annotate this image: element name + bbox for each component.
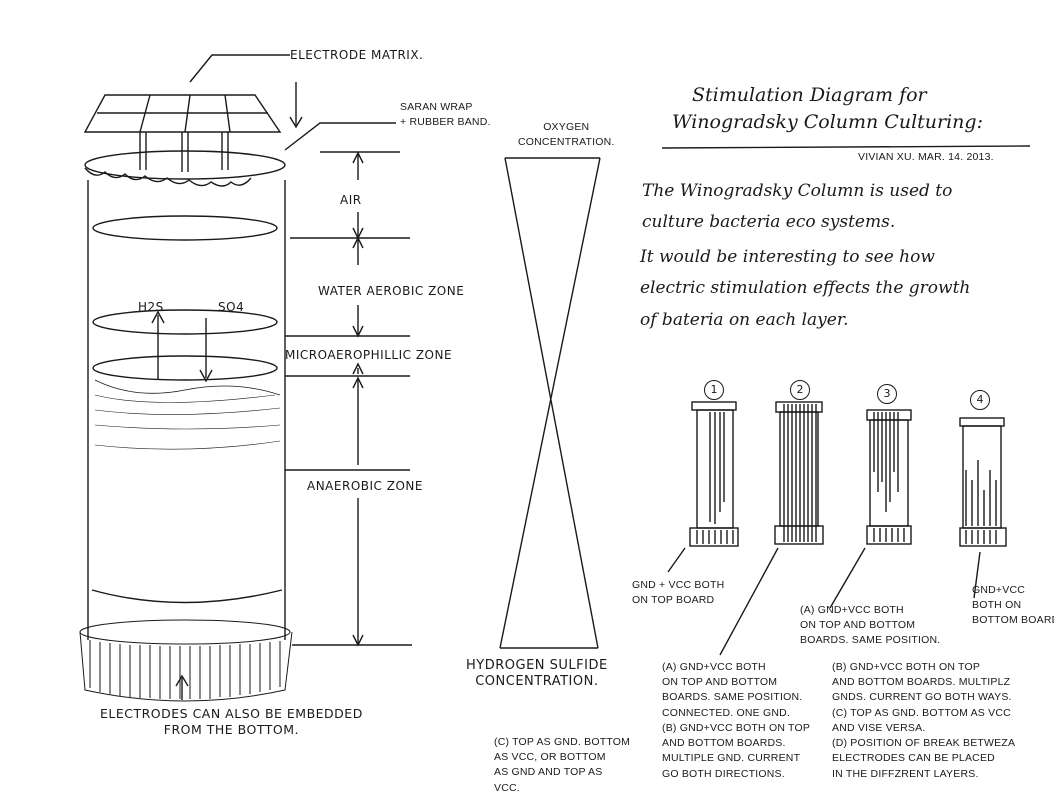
zone-water-aerobic: Water aerobic zone <box>318 284 465 298</box>
config-4-number: 4 <box>970 390 990 410</box>
description-p1: The Winogradsky Column is used to cultur… <box>642 181 953 233</box>
so4-label: SO4 <box>218 300 245 314</box>
note-c-left: (C) Top as GND. Bottom as VCC, or bottom… <box>494 736 631 794</box>
config-2-note: (A) GND+VCC both on top and bottom board… <box>662 661 811 780</box>
electrode-base <box>79 619 293 702</box>
config-3-drawing <box>829 409 912 609</box>
h2s-label: H2S <box>138 300 164 314</box>
zone-anaerobic: Anaerobic zone <box>307 479 423 493</box>
concentration-gradient <box>499 157 601 649</box>
config-1-note: GND + VCC both on top board <box>632 579 725 607</box>
title-line-2: Winogradsky Column Culturing: <box>672 111 983 133</box>
config-4-note: GND+VCC both on bottom board. <box>972 584 1054 627</box>
electrode-matrix-label: Electrode matrix. <box>290 48 424 62</box>
zone-markers <box>285 151 412 647</box>
config-1-drawing <box>667 401 739 573</box>
electrode-matrix <box>83 54 290 172</box>
saran-wrap-label: Saran wrap + rubber band. <box>400 101 491 129</box>
hydrogen-sulfide-label: Hydrogen sulfide concentration. <box>466 658 608 690</box>
notes-right: (B) GND+VCC both on top and bottom board… <box>832 661 1016 780</box>
bottom-electrodes-note: Electrodes can also be embedded from the… <box>100 706 363 737</box>
oxygen-concentration-label: Oxygen concentration. <box>518 121 615 149</box>
zone-microaerophillic: Microaerophillic zone <box>285 348 453 362</box>
config-4-drawing <box>959 417 1007 599</box>
config-2-drawing <box>719 401 824 656</box>
zone-air: Air <box>340 193 362 207</box>
config-2-number: 2 <box>790 380 810 400</box>
author-date: Vivian Xu. Mar. 14. 2013. <box>858 151 994 163</box>
config-3-note: (A) GND+VCC both on top and bottom board… <box>800 604 941 647</box>
description-p2: It would be interesting to see how elect… <box>640 247 971 330</box>
config-3-number: 3 <box>877 384 897 404</box>
config-1-number: 1 <box>704 380 724 400</box>
title-line-1: Stimulation Diagram for <box>692 84 927 106</box>
